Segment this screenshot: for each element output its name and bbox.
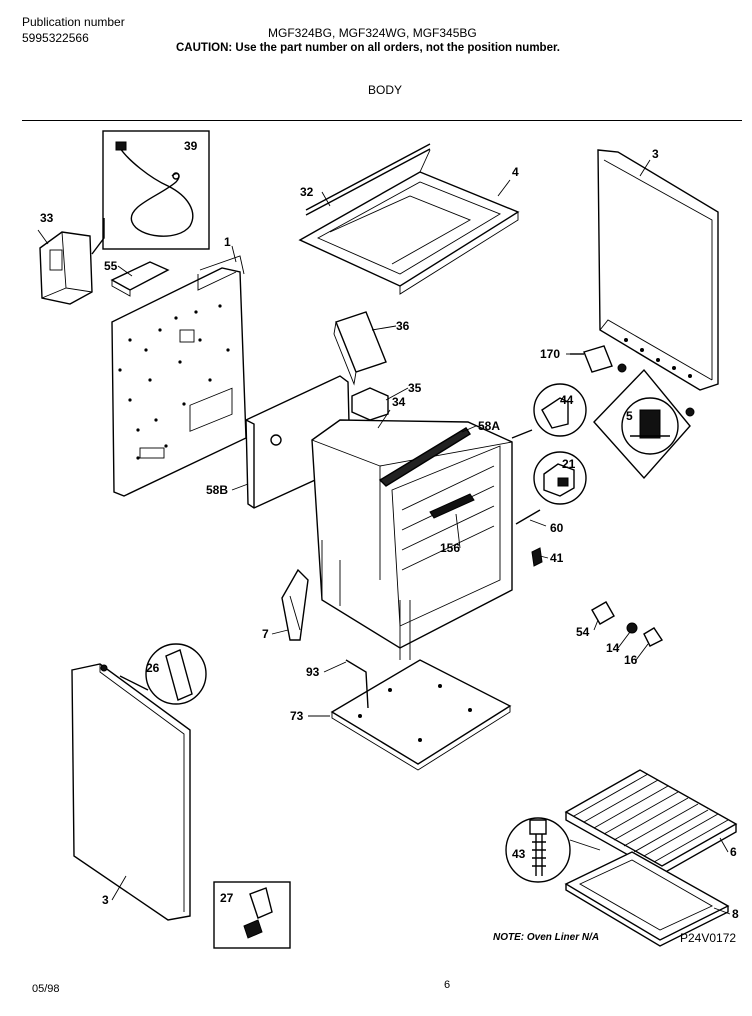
callout-54: 54 bbox=[576, 625, 590, 639]
callout-156: 156 bbox=[440, 541, 460, 555]
callout-43: 43 bbox=[512, 847, 526, 861]
oven-liner-note: NOTE: Oven Liner N/A bbox=[493, 932, 600, 943]
leveling-leg-callout bbox=[593, 368, 691, 480]
broiler-pan-part bbox=[564, 851, 730, 947]
clip-callout-circle bbox=[533, 451, 587, 505]
callout-58a: 58A bbox=[478, 419, 500, 433]
top-frame-part bbox=[298, 143, 520, 295]
callout-170: 170 bbox=[540, 347, 560, 361]
callout-3-top: 3 bbox=[652, 147, 659, 161]
spark-module-part bbox=[570, 345, 695, 417]
callout-44: 44 bbox=[560, 393, 574, 407]
page-number: 6 bbox=[444, 979, 451, 991]
callout-1: 1 bbox=[224, 235, 231, 249]
oven-rack-part bbox=[564, 769, 738, 875]
callout-26: 26 bbox=[146, 661, 160, 675]
callout-21: 21 bbox=[562, 457, 576, 471]
callout-73: 73 bbox=[290, 709, 304, 723]
callout-32: 32 bbox=[300, 185, 314, 199]
back-panel-part bbox=[111, 255, 247, 497]
callout-58b: 58B bbox=[206, 483, 228, 497]
publication-label: Publication number bbox=[22, 15, 125, 29]
publication-number: 5995322566 bbox=[22, 31, 89, 45]
knob-callout-circle bbox=[511, 383, 587, 439]
callout-16: 16 bbox=[624, 653, 638, 667]
burner-tube-part bbox=[281, 568, 309, 641]
bracket-box-part bbox=[213, 881, 291, 949]
wire-harness-part bbox=[102, 130, 210, 250]
leader-lines bbox=[37, 159, 731, 915]
caution-note: CAUTION: Use the part number on all orde… bbox=[176, 42, 560, 54]
bracket-part bbox=[333, 311, 387, 386]
callout-7: 7 bbox=[262, 627, 269, 641]
diagram-code: P24V0172 bbox=[680, 931, 737, 945]
callout-4: 4 bbox=[512, 165, 519, 179]
callout-60: 60 bbox=[550, 521, 564, 535]
callout-27: 27 bbox=[220, 891, 234, 905]
callout-93: 93 bbox=[306, 665, 320, 679]
header-divider bbox=[22, 120, 742, 121]
junction-box-part bbox=[39, 218, 105, 305]
callout-14: 14 bbox=[606, 641, 620, 655]
callout-34: 34 bbox=[392, 395, 406, 409]
callout-41: 41 bbox=[550, 551, 564, 565]
footer-date: 05/98 bbox=[32, 983, 60, 995]
hinge-callout-circle bbox=[119, 643, 207, 705]
callout-39: 39 bbox=[184, 139, 198, 153]
section-title: BODY bbox=[368, 83, 403, 97]
callout-8: 8 bbox=[732, 907, 739, 921]
callout-6: 6 bbox=[730, 845, 737, 859]
callout-33: 33 bbox=[40, 211, 54, 225]
strip-part bbox=[110, 261, 170, 297]
screw-callout-circle bbox=[505, 817, 571, 883]
callout-3-bottom: 3 bbox=[102, 893, 109, 907]
callout-5: 5 bbox=[626, 409, 633, 423]
side-panel-right-part bbox=[597, 149, 719, 391]
oven-body-part bbox=[311, 419, 513, 660]
callout-36: 36 bbox=[396, 319, 410, 333]
callout-35: 35 bbox=[408, 381, 422, 395]
model-numbers: MGF324BG, MGF324WG, MGF345BG bbox=[268, 26, 477, 40]
light-socket-parts bbox=[591, 601, 664, 647]
oven-bottom-part bbox=[330, 659, 512, 771]
screw-parts bbox=[515, 509, 543, 567]
side-panel-left-part bbox=[71, 663, 191, 921]
callout-55: 55 bbox=[104, 259, 118, 273]
